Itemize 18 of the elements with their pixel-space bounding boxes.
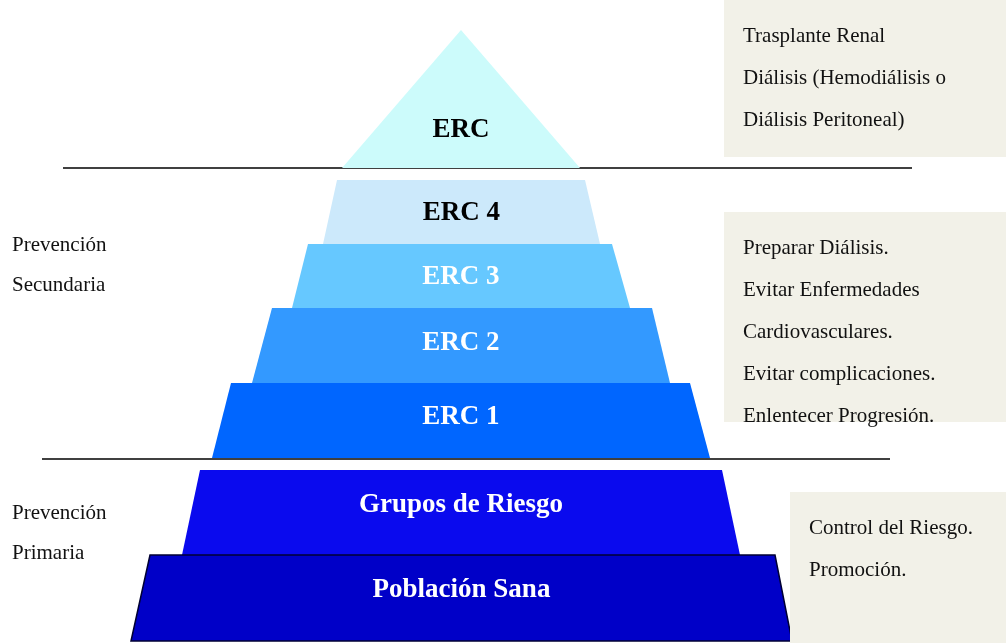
note-text: Trasplante Renal bbox=[743, 22, 887, 49]
tier-label: Población Sana bbox=[371, 573, 552, 604]
note-text: Control del Riesgo. bbox=[809, 514, 974, 541]
section-label: Prevención Primaria bbox=[12, 499, 108, 566]
note-text: Evitar Enfermedades Cardiovasculares. bbox=[743, 276, 921, 345]
note-box bbox=[790, 492, 1006, 643]
tier-label: ERC 4 bbox=[421, 196, 502, 227]
note-text: Enlentecer Progresión. bbox=[743, 402, 936, 429]
note-text: Diálisis (Hemodiálisis o Diálisis Peritoneal) bbox=[743, 64, 947, 133]
note-text: Preparar Diálisis. bbox=[743, 234, 890, 261]
tier-label: ERC 2 bbox=[421, 326, 501, 357]
note-text: Evitar complicaciones. bbox=[743, 360, 937, 387]
note-text: Promoción. bbox=[809, 556, 908, 583]
tier-label: ERC 3 bbox=[421, 260, 501, 291]
section-label: Prevención Secundaria bbox=[12, 231, 108, 298]
tier-label: Grupos de Riesgo bbox=[358, 488, 564, 519]
tier-label: ERC 1 bbox=[421, 400, 501, 431]
tier-label: ERC bbox=[431, 113, 491, 144]
